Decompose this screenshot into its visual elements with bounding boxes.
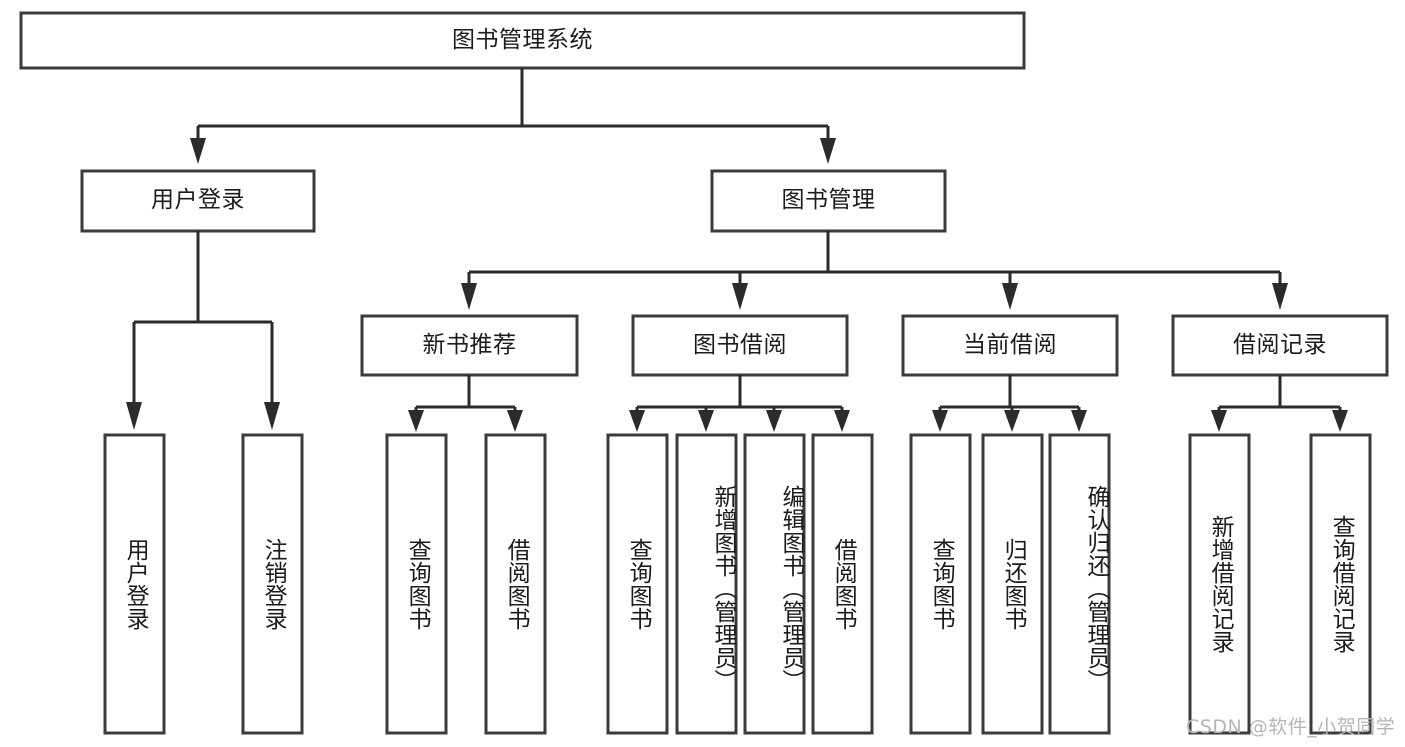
node-box-leaf-user-logout[interactable] [241,433,304,735]
node-box-leaf-query-book-1[interactable] [385,433,448,735]
arrowhead-book-borrow-leaf-4 [834,410,850,432]
node-box-new-book-recommend[interactable] [360,314,579,377]
node-box-leaf-borrow-book-1[interactable] [484,433,547,735]
arrowhead-new-book-recommend-leaf-2 [507,410,523,432]
node-box-book-manage[interactable] [710,169,947,233]
node-box-root[interactable] [19,11,1026,70]
arrowhead-book-borrow-leaf-2 [698,410,714,432]
arrowhead-book-manage-child-2 [732,283,748,310]
arrowhead-borrow-record-leaf-1 [1211,410,1227,432]
arrowhead-book-borrow-leaf-3 [766,410,782,432]
arrowhead-book-borrow-leaf-1 [629,410,645,432]
arrowhead-user-login-leaf-2 [264,402,280,430]
arrowhead-root-to-user-login [190,138,206,164]
arrowhead-new-book-recommend-leaf-1 [408,410,424,432]
arrowhead-borrow-record-leaf-2 [1332,410,1348,432]
node-box-user-login[interactable] [80,169,316,233]
node-box-borrow-record[interactable] [1171,314,1389,377]
node-box-leaf-query-record[interactable] [1309,433,1372,735]
arrowhead-current-borrow-leaf-2 [1004,410,1020,432]
node-box-leaf-add-book[interactable] [675,433,738,735]
arrowhead-user-login-leaf-1 [126,402,142,430]
node-box-book-borrow[interactable] [631,314,849,377]
node-box-leaf-borrow-book-2[interactable] [811,433,874,735]
node-box-leaf-query-book-3[interactable] [909,433,972,735]
arrowhead-book-manage-child-1 [461,283,477,310]
node-box-leaf-edit-book[interactable] [743,433,806,735]
node-box-leaf-confirm-return[interactable] [1048,433,1111,735]
node-box-leaf-add-record[interactable] [1188,433,1251,735]
arrowhead-current-borrow-leaf-3 [1071,410,1087,432]
node-box-leaf-user-login[interactable] [103,433,166,735]
node-box-leaf-return-book[interactable] [981,433,1044,735]
arrowhead-root-to-book-manage [820,138,836,164]
arrowhead-current-borrow-leaf-1 [932,410,948,432]
node-box-leaf-query-book-2[interactable] [606,433,669,735]
node-box-current-borrow[interactable] [901,314,1119,377]
arrowhead-book-manage-child-4 [1272,283,1288,310]
arrowhead-book-manage-child-3 [1002,283,1018,310]
